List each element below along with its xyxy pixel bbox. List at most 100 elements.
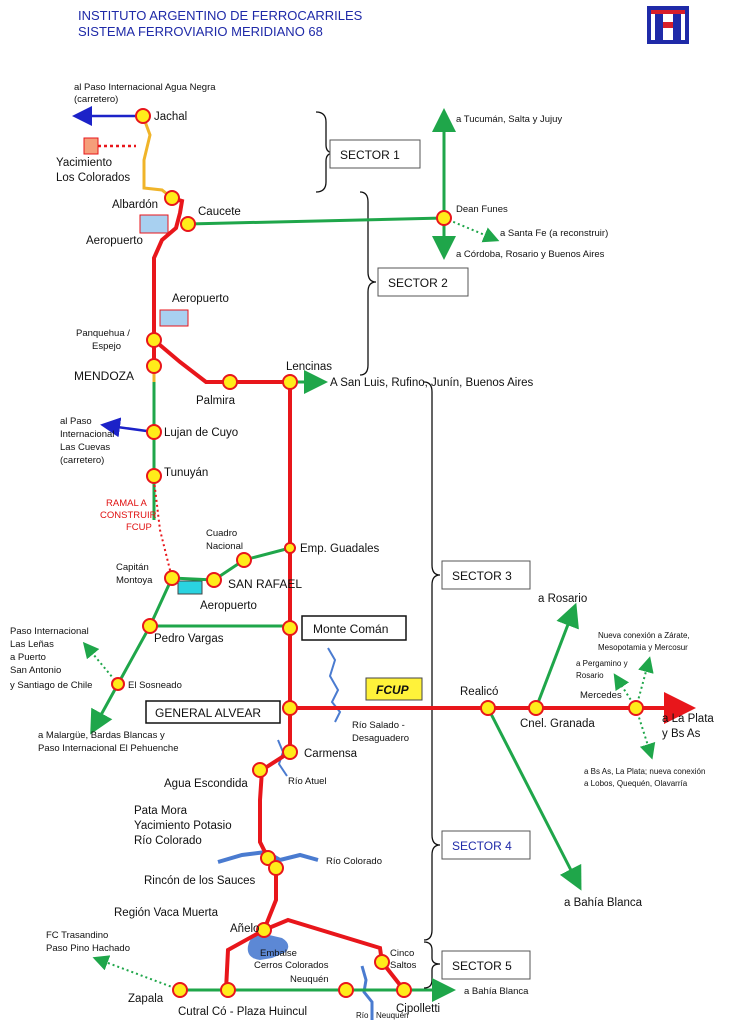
sector1-box xyxy=(329,139,421,169)
label-malargue-2: Paso Internacional El Pehuenche xyxy=(38,743,179,754)
station-neuquen xyxy=(338,982,354,998)
station-capitan-montoya xyxy=(164,570,180,586)
label-emp-guadales: Emp. Guadales xyxy=(300,543,380,555)
label-cuevas-3: Las Cuevas xyxy=(60,442,110,453)
monte-coman-box xyxy=(301,615,407,641)
monte-coman-label: Monte Comán xyxy=(313,622,388,636)
label-cinco-2: Saltos xyxy=(390,960,417,971)
sector3-label: SECTOR 3 xyxy=(452,569,512,583)
label-cuadro-2: Nacional xyxy=(206,541,243,552)
label-cnel-granada: Cnel. Granada xyxy=(520,718,595,730)
station-lujan xyxy=(146,424,162,440)
sector3-box xyxy=(441,560,531,590)
label-panquehua-1: Panquehua / xyxy=(76,328,130,339)
airport-sanjuan-icon xyxy=(139,214,169,234)
station-zapala xyxy=(172,982,188,998)
station-panquehua xyxy=(146,332,162,348)
label-cuadro-1: Cuadro xyxy=(206,528,237,539)
label-capitan-1: Capitán xyxy=(116,562,149,573)
label-bsas-1: a Bs As, La Plata; nueva conexión xyxy=(584,767,705,776)
station-lencinas xyxy=(282,374,298,390)
label-aeropuerto-sr: Aeropuerto xyxy=(200,600,257,612)
rio-salado-river xyxy=(327,647,342,723)
label-carmensa: Carmensa xyxy=(304,748,358,760)
label-capitan-2: Montoya xyxy=(116,575,153,586)
station-cinco-saltos xyxy=(374,954,390,970)
station-mercedes xyxy=(628,700,644,716)
label-la-plata-2: y Bs As xyxy=(662,728,701,740)
label-embalse-2: Cerros Colorados xyxy=(254,960,329,971)
line-jachal-albardon xyxy=(141,115,173,200)
label-pedro-vargas: Pedro Vargas xyxy=(154,633,224,645)
station-cutral-co xyxy=(220,982,236,998)
label-lenas-5: y Santiago de Chile xyxy=(10,680,92,691)
label-embalse-1: Embalse xyxy=(260,948,297,959)
label-aeropuerto-sj: Aeropuerto xyxy=(86,235,143,247)
sector2-box xyxy=(377,267,469,297)
station-agua-escondida xyxy=(252,762,268,778)
label-santa-fe: a Santa Fe (a reconstruir) xyxy=(500,228,608,239)
dotted-santa-fe xyxy=(443,217,500,243)
station-emp-guadales xyxy=(284,542,296,554)
station-carmensa xyxy=(282,744,298,760)
sector5-brace xyxy=(423,941,441,989)
label-lenas-1: Paso Internacional xyxy=(10,626,89,637)
red-lines xyxy=(152,196,696,992)
sector1-label: SECTOR 1 xyxy=(340,148,400,162)
station-pedro-vargas xyxy=(142,618,158,634)
label-lujan: Lujan de Cuyo xyxy=(164,427,238,439)
dotted-ramal-fcup xyxy=(153,479,173,579)
label-nueva-2: Mesopotamia y Mercosur xyxy=(598,643,688,652)
label-tunuyan: Tunuyán xyxy=(164,467,208,479)
iaf-logo xyxy=(647,6,689,44)
airport-mendoza-icon xyxy=(159,309,189,327)
general-alvear-label: GENERAL ALVEAR xyxy=(155,706,261,720)
station-cnel-granada xyxy=(528,700,544,716)
label-bahia-blanca: a Bahía Blanca xyxy=(564,897,643,909)
label-neuquen-small: Neuquén xyxy=(376,1011,408,1020)
label-rio-salado-1: Río Salado - xyxy=(352,720,405,731)
dotted-las-lenas xyxy=(82,641,119,685)
label-lencinas: Lencinas xyxy=(286,361,332,373)
label-lenas-4: San Antonio xyxy=(10,665,61,676)
header-line-1: INSTITUTO ARGENTINO DE FERROCARRILES xyxy=(78,8,363,23)
label-rio-colorado-river: Río Colorado xyxy=(326,856,382,867)
sector4-box xyxy=(441,830,531,860)
label-cuevas-4: (carretero) xyxy=(60,455,104,466)
dotted-pino-hachado xyxy=(92,955,181,991)
station-mendoza xyxy=(146,358,162,374)
label-trasandino-1: FC Trasandino xyxy=(46,930,108,941)
label-nueva-1: Nueva conexión a Zárate, xyxy=(598,631,690,640)
label-a-bahia-blanca-s: a Bahía Blanca xyxy=(464,986,529,997)
station-dean-funes xyxy=(436,210,452,226)
header-line-2: SISTEMA FERROVIARIO MERIDIANO 68 xyxy=(78,24,323,39)
label-lenas-3: a Puerto xyxy=(10,652,46,663)
label-pergamino-1: a Pergamino y xyxy=(576,659,628,668)
sector4-label: SECTOR 4 xyxy=(452,839,512,853)
stations xyxy=(111,108,644,998)
label-bsas-2: a Lobos, Quequén, Olavarría xyxy=(584,779,688,788)
label-aeropuerto-mza: Aeropuerto xyxy=(172,293,229,305)
label-a-san-luis: A San Luis, Rufino, Junín, Buenos Aires xyxy=(330,377,534,389)
label-anelo: Añelo xyxy=(230,923,259,935)
embalse-lake xyxy=(247,934,289,960)
label-rio-atuel: Río Atuel xyxy=(288,776,327,787)
station-albardon xyxy=(164,190,180,206)
label-agua-negra-1: al Paso Internacional Agua Negra xyxy=(74,82,216,93)
sector5-label: SECTOR 5 xyxy=(452,959,512,973)
station-el-sosneado xyxy=(111,677,125,691)
label-malargue-1: a Malargüe, Bardas Blancas y xyxy=(38,730,165,741)
station-tunuyan xyxy=(146,468,162,484)
station-palmira xyxy=(222,374,238,390)
label-jachal: Jachal xyxy=(154,111,187,123)
label-trasandino-2: Paso Pino Hachado xyxy=(46,943,130,954)
label-rio-salado-2: Desaguadero xyxy=(352,733,409,744)
label-a-rosario: a Rosario xyxy=(538,593,587,605)
sector5-box xyxy=(441,950,531,980)
station-cipolletti xyxy=(396,982,412,998)
station-cuadro-nacional xyxy=(236,552,252,568)
label-vaca-muerta: Región Vaca Muerta xyxy=(114,907,219,919)
station-general-alvear xyxy=(282,700,298,716)
label-lenas-2: Las Leñas xyxy=(10,639,54,650)
